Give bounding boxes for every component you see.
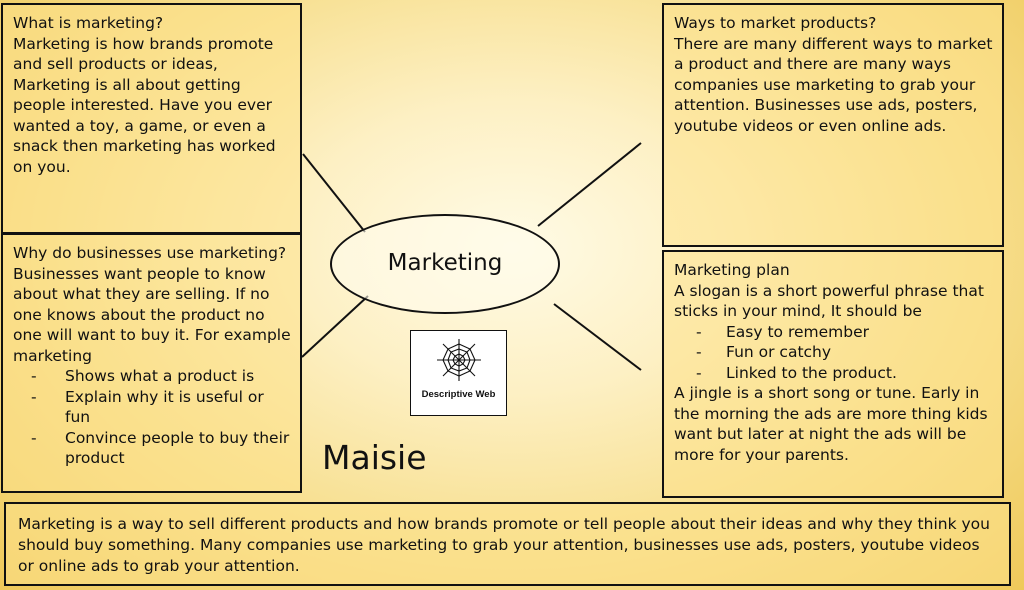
center-topic-label: Marketing	[387, 250, 503, 276]
ways-to-market-text: There are many different ways to market …	[674, 34, 993, 135]
list-item: Convince people to buy their product	[13, 428, 292, 469]
ways-to-market-title: Ways to market products?	[674, 14, 877, 32]
list-item: Fun or catchy	[674, 342, 994, 363]
why-businesses-use-marketing-box: Why do businesses use marketing? Busines…	[1, 233, 302, 493]
why-businesses-title: Why do businesses use marketing?	[13, 244, 287, 262]
connector-top-right	[537, 142, 642, 227]
list-item: Easy to remember	[674, 322, 994, 343]
why-businesses-text: Businesses want people to know about wha…	[13, 264, 291, 365]
connector-bottom-right	[553, 303, 642, 371]
marketing-plan-slogan-text: A slogan is a short powerful phrase that…	[674, 281, 984, 321]
list-item: Linked to the product.	[674, 363, 994, 384]
marketing-plan-jingle-text: A jingle is a short song or tune. Early …	[674, 384, 988, 464]
what-is-marketing-box: What is marketing? Marketing is how bran…	[1, 3, 302, 234]
list-item: Shows what a product is	[13, 366, 292, 387]
descriptive-web-card: Descriptive Web	[410, 330, 507, 416]
spider-web-icon	[437, 339, 481, 381]
center-oval	[330, 214, 560, 314]
marketing-plan-list: Easy to remember Fun or catchy Linked to…	[674, 322, 994, 384]
marketing-plan-box: Marketing plan A slogan is a short power…	[662, 250, 1004, 498]
list-item: Explain why it is useful or fun	[13, 387, 292, 428]
ways-to-market-box: Ways to market products? There are many …	[662, 3, 1004, 247]
summary-box: Marketing is a way to sell different pro…	[4, 502, 1011, 586]
connector-bottom-left	[301, 295, 369, 358]
descriptive-web-caption: Descriptive Web	[421, 389, 496, 400]
what-is-marketing-title: What is marketing?	[13, 14, 164, 32]
marketing-plan-title: Marketing plan	[674, 261, 790, 279]
connector-top-left	[302, 153, 366, 233]
why-businesses-list: Shows what a product is Explain why it i…	[13, 366, 292, 469]
author-name: Maisie	[322, 438, 427, 477]
what-is-marketing-text: Marketing is how brands promote and sell…	[13, 34, 276, 176]
summary-text: Marketing is a way to sell different pro…	[18, 515, 990, 575]
